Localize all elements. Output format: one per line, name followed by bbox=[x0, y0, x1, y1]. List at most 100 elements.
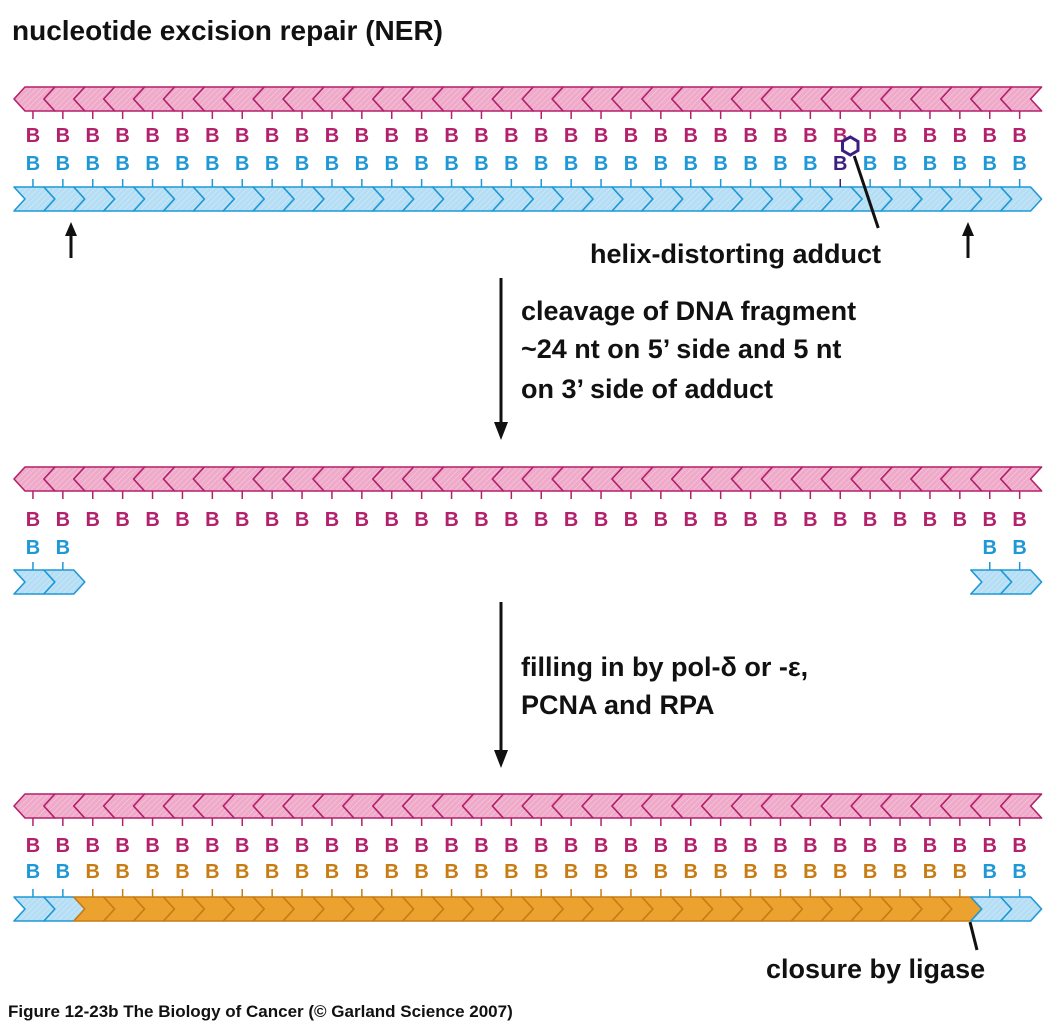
bottom-base: B bbox=[145, 861, 159, 883]
bottom-base: B bbox=[86, 153, 100, 175]
top-base: B bbox=[474, 125, 488, 147]
top-base: B bbox=[26, 835, 40, 857]
bottom-base: B bbox=[504, 153, 518, 175]
top-base: B bbox=[594, 509, 608, 531]
top-base: B bbox=[713, 125, 727, 147]
top-base: B bbox=[803, 835, 817, 857]
top-base: B bbox=[893, 509, 907, 531]
bottom-base: B bbox=[1012, 153, 1026, 175]
top-base: B bbox=[654, 835, 668, 857]
top-base: B bbox=[414, 125, 428, 147]
bottom-base: B bbox=[235, 861, 249, 883]
bottom-strand-nucleotide bbox=[999, 569, 1043, 595]
bottom-base: B bbox=[205, 153, 219, 175]
top-base: B bbox=[145, 509, 159, 531]
bottom-base: B bbox=[893, 153, 907, 175]
top-base: B bbox=[564, 509, 578, 531]
bottom-base: B bbox=[713, 861, 727, 883]
top-base: B bbox=[923, 835, 937, 857]
bottom-strand-nucleotide bbox=[43, 569, 86, 595]
top-base: B bbox=[743, 509, 757, 531]
top-base: B bbox=[833, 835, 847, 857]
bottom-base: B bbox=[624, 861, 638, 883]
bottom-base: B bbox=[355, 861, 369, 883]
bottom-base: B bbox=[265, 861, 279, 883]
top-base: B bbox=[773, 509, 787, 531]
top-base: B bbox=[1012, 125, 1026, 147]
bottom-base: B bbox=[56, 861, 70, 883]
top-base: B bbox=[803, 509, 817, 531]
bottom-base: B bbox=[145, 153, 159, 175]
top-base: B bbox=[145, 835, 159, 857]
bottom-base: B bbox=[414, 861, 428, 883]
top-base: B bbox=[833, 509, 847, 531]
top-base: B bbox=[594, 835, 608, 857]
bottom-base: B bbox=[26, 153, 40, 175]
top-base: B bbox=[205, 835, 219, 857]
bottom-base: B bbox=[444, 153, 458, 175]
bottom-base: B bbox=[26, 861, 40, 883]
top-base: B bbox=[1012, 509, 1026, 531]
step2-line-1: filling in by pol-δ or -ε, bbox=[521, 652, 808, 682]
top-base: B bbox=[56, 835, 70, 857]
bottom-base: B bbox=[504, 861, 518, 883]
top-base: B bbox=[684, 509, 698, 531]
top-base: B bbox=[26, 509, 40, 531]
bottom-base: B bbox=[803, 861, 817, 883]
bottom-base: B bbox=[564, 861, 578, 883]
step2-line-2: PCNA and RPA bbox=[521, 690, 715, 720]
top-base: B bbox=[86, 509, 100, 531]
adduct-marker bbox=[841, 135, 880, 229]
bottom-base: B bbox=[953, 861, 967, 883]
adduct-base: B bbox=[833, 153, 847, 175]
bottom-base: B bbox=[26, 537, 40, 559]
bottom-base: B bbox=[863, 861, 877, 883]
top-base: B bbox=[115, 509, 129, 531]
bottom-base: B bbox=[86, 861, 100, 883]
top-base: B bbox=[893, 125, 907, 147]
step-arrow-1 bbox=[494, 278, 508, 440]
top-base: B bbox=[953, 125, 967, 147]
top-base: B bbox=[385, 125, 399, 147]
bottom-base: B bbox=[56, 153, 70, 175]
top-base: B bbox=[534, 509, 548, 531]
top-base: B bbox=[684, 125, 698, 147]
top-base: B bbox=[145, 125, 159, 147]
bottom-base: B bbox=[534, 153, 548, 175]
top-base: B bbox=[983, 509, 997, 531]
top-base: B bbox=[265, 509, 279, 531]
top-base: B bbox=[893, 835, 907, 857]
top-strand-nucleotide bbox=[999, 793, 1043, 819]
top-base: B bbox=[355, 509, 369, 531]
bottom-base: B bbox=[983, 537, 997, 559]
ligase-pointer bbox=[968, 921, 979, 951]
bottom-base: B bbox=[923, 861, 937, 883]
damaged-dna-duplex: BBBBBBBBBBBBBBBBBBBBBBBBBBBBBBBBBBBBBBBB… bbox=[13, 86, 1043, 212]
diagram-title: nucleotide excision repair (NER) bbox=[12, 15, 443, 46]
bottom-base: B bbox=[1012, 861, 1026, 883]
top-base: B bbox=[684, 835, 698, 857]
top-strand-nucleotide bbox=[999, 466, 1043, 492]
top-base: B bbox=[1012, 835, 1026, 857]
bottom-base: B bbox=[205, 861, 219, 883]
bottom-base: B bbox=[624, 153, 638, 175]
top-base: B bbox=[205, 509, 219, 531]
top-base: B bbox=[414, 835, 428, 857]
bottom-base: B bbox=[235, 153, 249, 175]
top-base: B bbox=[26, 125, 40, 147]
top-base: B bbox=[474, 835, 488, 857]
top-base: B bbox=[713, 509, 727, 531]
bottom-base: B bbox=[594, 153, 608, 175]
incision-arrow-right bbox=[962, 222, 974, 258]
bottom-base: B bbox=[265, 153, 279, 175]
top-base: B bbox=[624, 125, 638, 147]
bottom-base: B bbox=[953, 153, 967, 175]
step1-line-3: on 3’ side of adduct bbox=[521, 374, 773, 404]
adduct-pointer bbox=[852, 155, 880, 229]
bottom-base: B bbox=[773, 153, 787, 175]
bottom-base: B bbox=[325, 861, 339, 883]
bottom-base: B bbox=[474, 861, 488, 883]
top-base: B bbox=[235, 125, 249, 147]
top-base: B bbox=[325, 125, 339, 147]
